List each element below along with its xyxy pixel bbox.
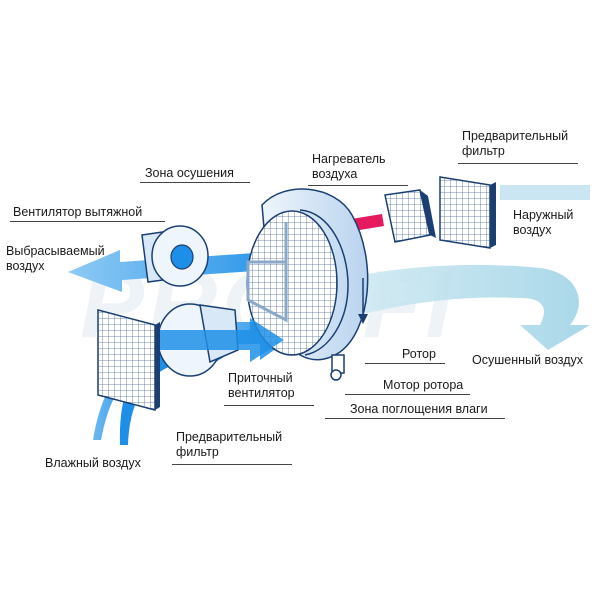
label-exhaust-air: Выбрасываемый воздух bbox=[6, 244, 105, 273]
exhaust-fan bbox=[141, 225, 209, 287]
pre-filter-top bbox=[439, 176, 496, 249]
label-pre-filter-bottom: Предварительный фильтр bbox=[176, 430, 283, 459]
leader-line bbox=[140, 182, 250, 183]
rotor-motor bbox=[330, 354, 345, 381]
label-rotor-motor: Мотор ротора bbox=[383, 378, 464, 392]
label-dried-air: Осушенный воздух bbox=[472, 353, 584, 367]
label-rotor: Ротор bbox=[402, 347, 436, 361]
rotor bbox=[246, 188, 369, 361]
leader-line bbox=[325, 418, 505, 419]
label-supply-fan: Приточный вентилятор bbox=[228, 371, 295, 400]
label-heater: Нагреватель воздуха bbox=[312, 152, 386, 181]
leader-line bbox=[172, 464, 292, 465]
label-exhaust-fan: Вентилятор вытяжной bbox=[13, 205, 143, 219]
leader-line bbox=[224, 405, 314, 406]
outdoor-air-arrow bbox=[500, 185, 590, 200]
label-drying-zone: Зона осушения bbox=[145, 166, 234, 180]
leader-line bbox=[308, 185, 408, 186]
leader-line bbox=[345, 394, 470, 395]
leader-line bbox=[10, 221, 165, 222]
dried-air-stream bbox=[360, 264, 590, 350]
label-absorption-zone: Зона поглощения влаги bbox=[350, 402, 488, 416]
label-humid-air: Влажный воздух bbox=[45, 456, 141, 470]
label-outdoor-air: Наружный воздух bbox=[513, 208, 574, 237]
leader-line bbox=[458, 163, 578, 164]
heater bbox=[384, 189, 436, 243]
label-pre-filter-top: Предварительный фильтр bbox=[462, 129, 569, 158]
leader-line bbox=[365, 363, 445, 364]
pre-filter-bottom bbox=[97, 309, 160, 411]
